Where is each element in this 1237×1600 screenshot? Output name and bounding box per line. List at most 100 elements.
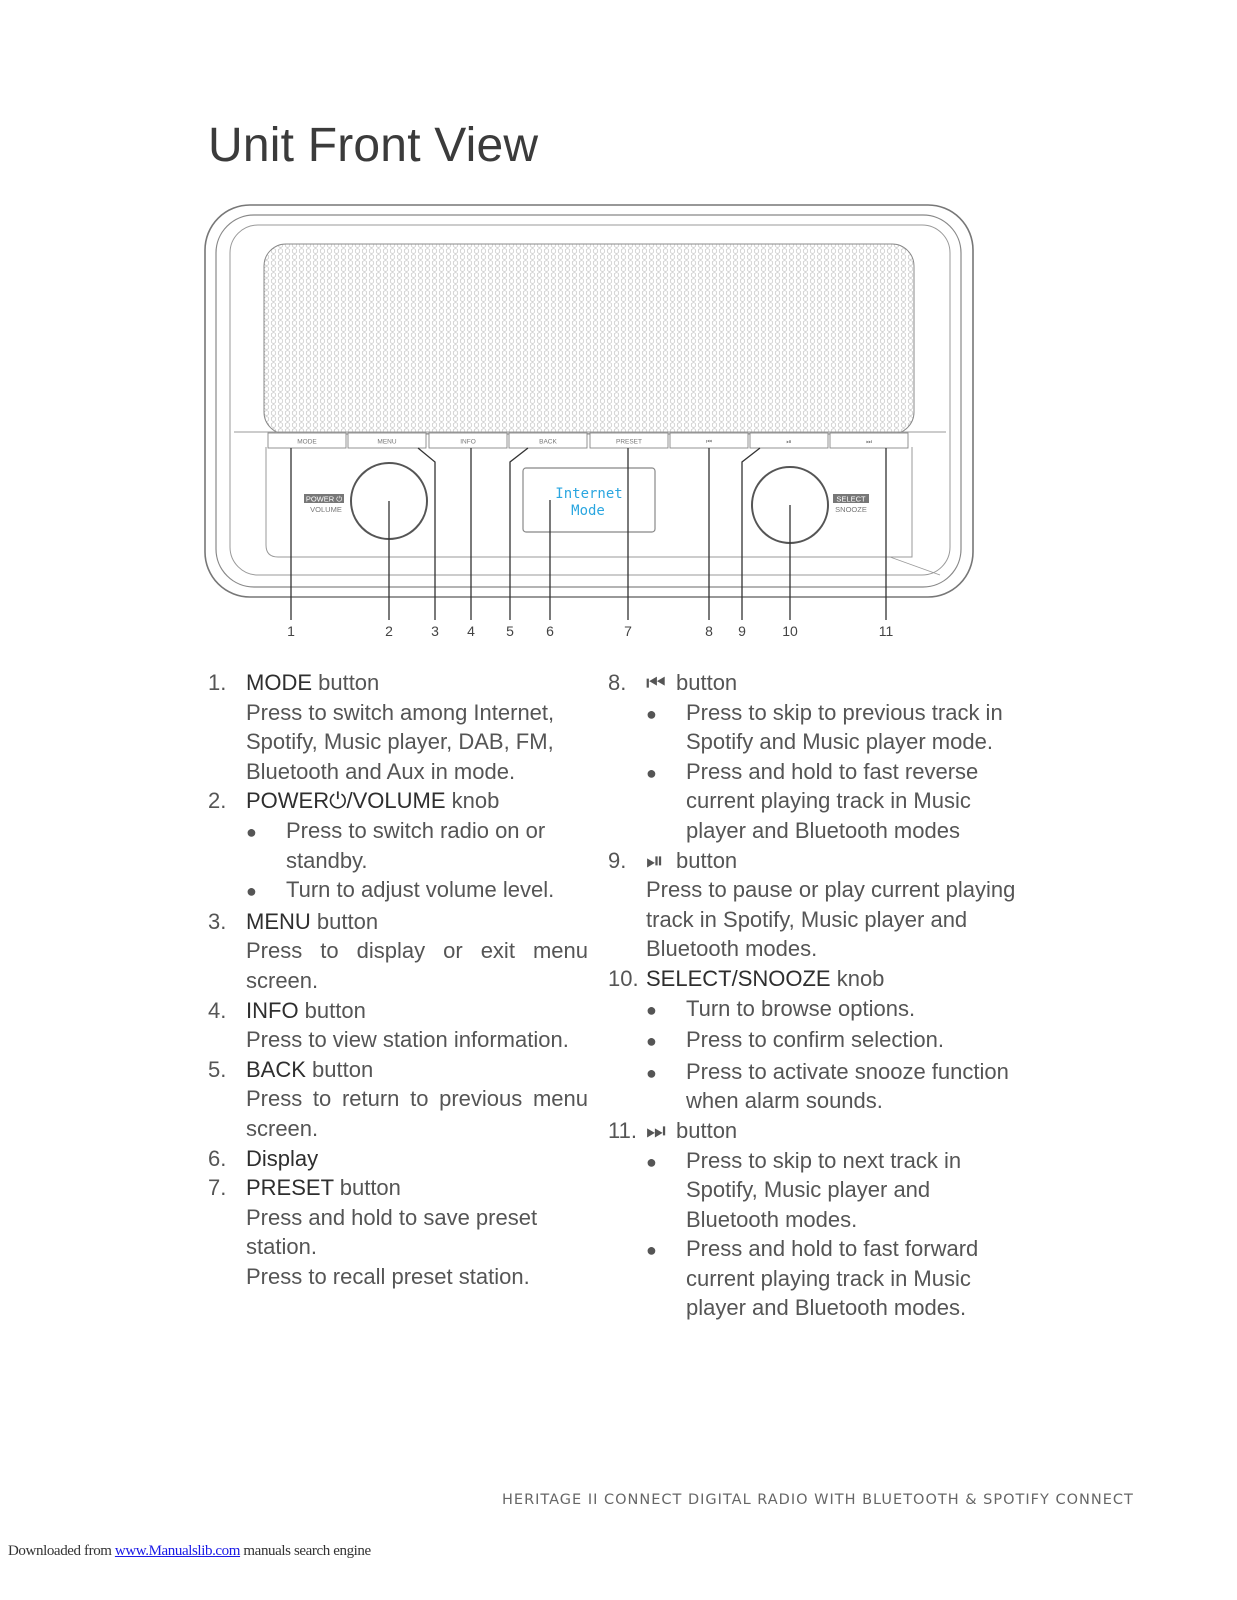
item-type: button bbox=[676, 670, 738, 695]
volume-label: VOLUME bbox=[310, 505, 342, 514]
bullet-text: Press to confirm selection. bbox=[686, 1027, 944, 1053]
list-item: 11. ⏭ button ●Press to skip to next track i… bbox=[608, 1116, 1028, 1323]
speaker-grille bbox=[263, 243, 915, 435]
item-name: POWER⏻/VOLUME bbox=[246, 788, 446, 814]
item-number: 5. bbox=[208, 1056, 227, 1082]
bullet-item: ●Turn to browse options. bbox=[646, 994, 1028, 1026]
item-name: PRESET bbox=[246, 1175, 334, 1201]
bullet-icon: ● bbox=[646, 1062, 657, 1083]
callout-number: 6 bbox=[546, 623, 554, 639]
page-title: Unit Front View bbox=[208, 119, 539, 172]
callout-number: 1 bbox=[287, 623, 295, 639]
bullet-icon: ● bbox=[246, 821, 257, 842]
item-name: MODE bbox=[246, 670, 312, 695]
item-body: Display bbox=[246, 1144, 588, 1174]
callout-number: 2 bbox=[385, 623, 393, 639]
item-body: ⏮ button ●Press to skip to previous track … bbox=[646, 668, 1028, 846]
item-number: 9. bbox=[608, 847, 627, 873]
item-type: knob bbox=[830, 965, 885, 991]
item-type: button bbox=[298, 997, 366, 1023]
item-number: 1. bbox=[208, 670, 227, 695]
bullet-text: Press and hold to fast forward current p… bbox=[686, 1236, 979, 1321]
callout-number: 9 bbox=[738, 623, 746, 639]
item-type: button bbox=[305, 1056, 374, 1082]
item-heading: Display bbox=[246, 1144, 588, 1174]
item-heading: POWER⏻/VOLUME knob bbox=[246, 786, 588, 816]
item-name: MENU bbox=[246, 908, 311, 934]
item-type: button bbox=[676, 1117, 738, 1143]
item-description: Press to pause or play current playing t… bbox=[646, 877, 1016, 962]
diagram-button-label: ⏮ bbox=[706, 439, 712, 446]
item-type: button bbox=[333, 1175, 401, 1201]
list-item: 2.POWER⏻/VOLUME knob●Press to switch rad… bbox=[208, 786, 588, 906]
item-type: knob bbox=[445, 788, 500, 814]
item-heading: MODE button bbox=[246, 668, 588, 698]
diagram-button-label: PRESET bbox=[616, 439, 642, 446]
item-number: 8. bbox=[608, 670, 627, 695]
bullet-item: ●Press to skip to previous track in Spot… bbox=[646, 698, 1028, 757]
item-description: Press to recall preset station. bbox=[246, 1263, 530, 1289]
item-heading: MENU button bbox=[246, 907, 588, 937]
item-heading: BACK button bbox=[246, 1055, 588, 1085]
bullet-text: Press and hold to fast reverse current p… bbox=[686, 758, 979, 843]
item-heading: ⏯ button bbox=[646, 846, 1028, 876]
list-item: 8. ⏮ button ●Press to skip to previous trac… bbox=[608, 668, 1028, 846]
item-symbol-icon: ⏮ bbox=[646, 670, 666, 695]
item-description: Press to view station information. bbox=[246, 1027, 569, 1053]
item-description: Press to return to previous menu screen. bbox=[246, 1086, 588, 1141]
display-line-1: Internet bbox=[555, 486, 622, 502]
callout-number: 7 bbox=[624, 623, 632, 639]
item-description: Press and hold to save preset station. bbox=[246, 1204, 538, 1260]
item-heading: INFO button bbox=[246, 996, 588, 1026]
item-number: 6. bbox=[208, 1145, 227, 1171]
item-symbol-icon: ⏭ bbox=[646, 1117, 666, 1143]
bullet-item: ●Press to skip to next track in Spotify,… bbox=[646, 1146, 1028, 1235]
item-description: Press to display or exit menu screen. bbox=[246, 938, 588, 993]
list-item: 10.SELECT/SNOOZE knob●Turn to browse opt… bbox=[608, 964, 1028, 1116]
callout-number: 11 bbox=[879, 623, 894, 639]
item-body: SELECT/SNOOZE knob ●Turn to browse option… bbox=[646, 964, 1028, 1116]
diagram-button-label: INFO bbox=[460, 439, 476, 446]
diagram-button-5 bbox=[589, 432, 669, 449]
bullet-icon: ● bbox=[646, 762, 657, 783]
item-name: BACK bbox=[246, 1056, 306, 1082]
download-credit: Downloaded from www.Manualslib.com manua… bbox=[8, 1543, 371, 1560]
diagram-button-3 bbox=[428, 432, 508, 449]
list-item: 6. Display bbox=[208, 1144, 588, 1174]
item-description: Press to switch among Internet, Spotify,… bbox=[246, 699, 555, 784]
item-number: 11. bbox=[608, 1117, 637, 1143]
diagram-button-label: MODE bbox=[297, 439, 317, 446]
callout-number: 8 bbox=[705, 623, 713, 639]
diagram-button-2 bbox=[347, 432, 427, 449]
bullet-icon: ● bbox=[646, 1031, 657, 1052]
bullet-text: Press to skip to next track in Spotify, … bbox=[686, 1147, 962, 1232]
bullet-item: ●Press and hold to fast forward current … bbox=[646, 1234, 1028, 1323]
item-type: button bbox=[676, 847, 738, 873]
diagram-button-8 bbox=[829, 432, 909, 449]
diagram-button-label: BACK bbox=[539, 439, 557, 446]
item-number: 2. bbox=[208, 788, 227, 814]
item-name: SELECT/SNOOZE bbox=[646, 965, 831, 991]
item-body: POWER⏻/VOLUME knob●Press to switch radio… bbox=[246, 786, 588, 906]
callout-number: 5 bbox=[506, 623, 514, 639]
download-prefix: Downloaded from bbox=[8, 1543, 115, 1559]
download-suffix: manuals search engine bbox=[240, 1543, 371, 1559]
footer-title: HERITAGE II CONNECT DIGITAL RADIO WITH B… bbox=[502, 1492, 1134, 1508]
callout-number: 4 bbox=[467, 623, 475, 639]
bullet-item: ●Press to activate snooze function when … bbox=[646, 1057, 1028, 1116]
item-symbol-icon: ⏯ bbox=[646, 847, 664, 873]
select-badge: SELECT bbox=[836, 495, 866, 504]
manualslib-link[interactable]: www.Manualslib.com bbox=[114, 1543, 241, 1559]
diagram-button-7 bbox=[749, 432, 829, 449]
item-type: button bbox=[310, 908, 379, 934]
